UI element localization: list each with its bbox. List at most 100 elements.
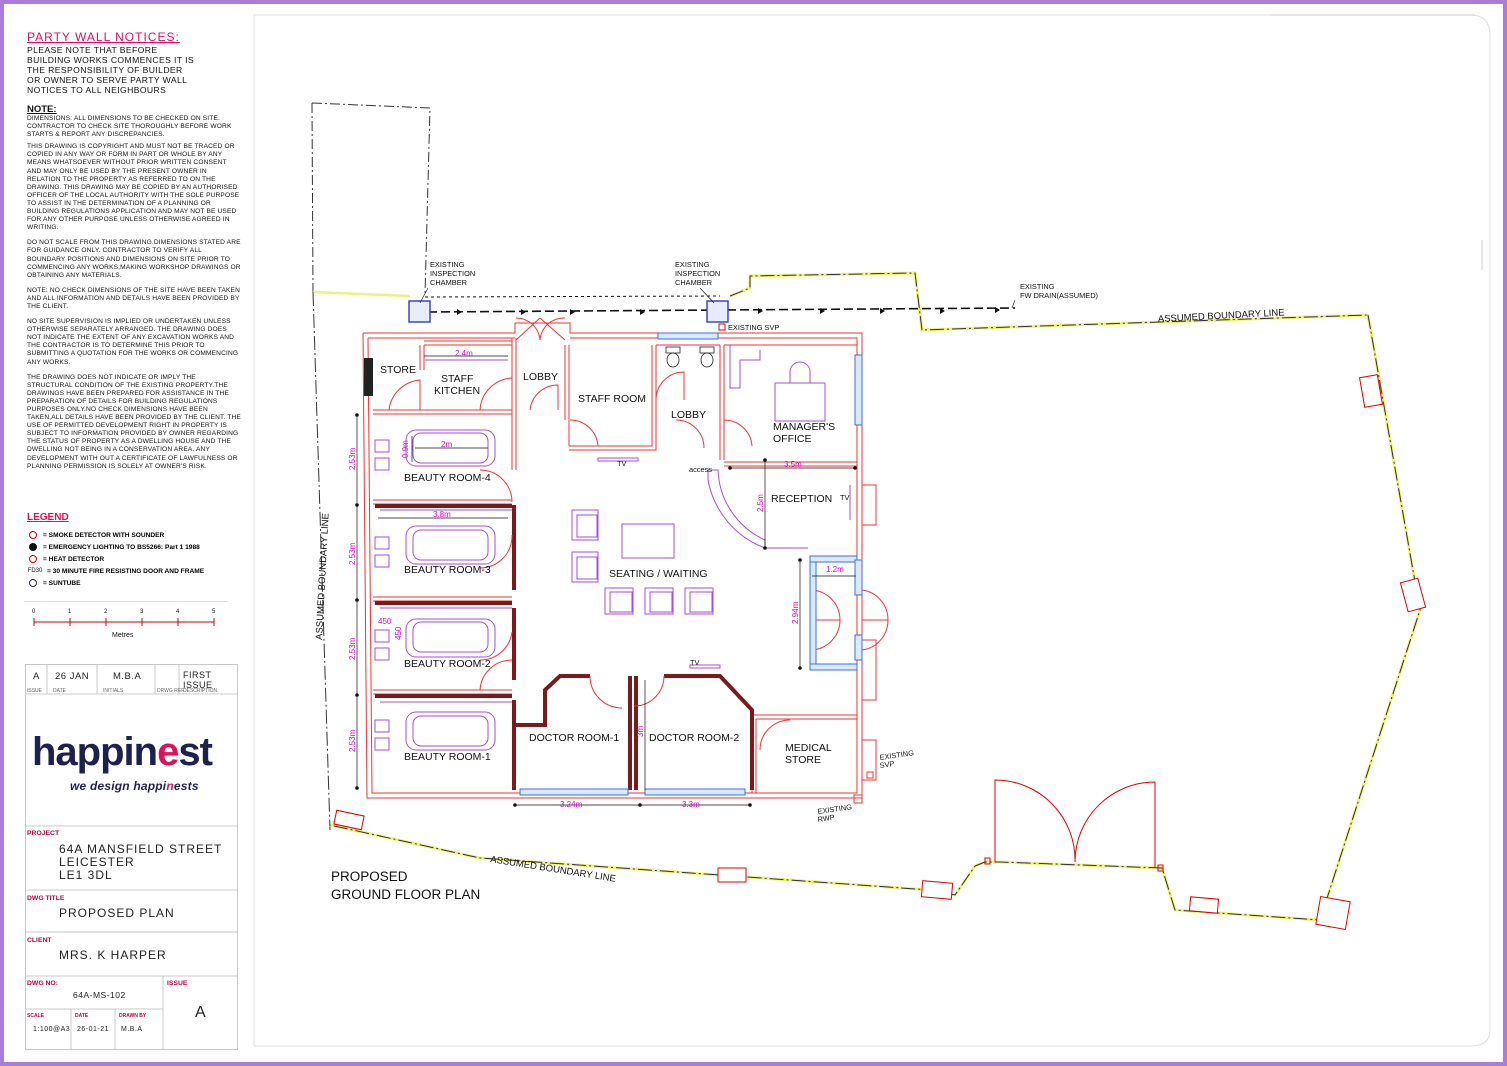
room-beauty-3: BEAUTY ROOM-3 [404,564,491,576]
smoke-detector-icon [27,530,39,540]
room-staff-room: STAFF ROOM [578,393,646,405]
note-paragraph: DIMENSIONS: ALL DIMENSIONS TO BE CHECKED… [27,115,232,139]
date-value: 26-01-21 [77,1026,110,1033]
dwg-title-label: DWG TITLE [27,895,65,902]
room-managers-office-line2: OFFICE [773,433,812,445]
room-staff-kitchen-line1: STAFF [441,373,473,385]
dim-3: 3m [636,726,645,737]
scale-tick-1: 1 [68,609,72,615]
dwg-no: 64A-MS-102 [73,990,126,1000]
title-block-grid [25,664,238,1050]
chamber-label-line1: EXISTING [675,260,710,269]
windows [519,332,863,796]
scale-value: 1:100@A3 [33,1026,71,1033]
client-label: CLIENT [27,937,52,944]
fixtures [374,345,851,751]
boundary-label-bottom: ASSUMED BOUNDARY LINE [490,854,617,885]
logo-tagline: we design happinests [70,779,199,793]
room-store: STORE [380,364,416,376]
chamber-label-line2: INSPECTION [430,269,475,278]
heat-detector-icon [27,554,39,564]
room-doctor-1: DOCTOR ROOM-1 [529,732,619,744]
suntube-icon [27,578,39,588]
dim-450-a: 450 [378,617,392,626]
revision-description: FIRST ISSUE [183,670,213,690]
revision-header-date: DATE [53,688,66,694]
scale-bar: 0 1 2 3 4 5 Metres [24,601,228,639]
chamber-label-line3: CHAMBER [675,278,712,287]
dim-2-53-b: 2.53m [348,542,357,565]
boundary-label-top: ASSUMED BOUNDARY LINE [1158,307,1285,325]
legend-item: = EMERGENCY LIGHTING TO BS5266: Part 1 1… [27,541,241,553]
room-reception: RECEPTION [771,493,832,505]
note-title: NOTE: [27,104,57,115]
revision-initials: M.B.A [113,671,142,682]
room-medical-store-line1: MEDICAL [785,742,832,754]
toilets [665,346,715,368]
tv-label: TV [690,658,700,667]
title-block: A 26 JAN M.B.A FIRST ISSUE ISSUE DATE IN… [25,664,238,1050]
issue-label: ISSUE [167,980,188,987]
party-wall-title: PARTY WALL NOTICES: [27,30,180,44]
chamber-label-line3: CHAMBER [430,278,467,287]
revision-issue: A [33,671,40,682]
room-seating-waiting: SEATING / WAITING [609,568,708,580]
wall-block [364,358,373,396]
dim-2: 2m [441,440,452,449]
project-line-1: 64A MANSFIELD STREET [59,842,223,856]
issue-value: A [195,1004,207,1021]
room-medical-store-line2: STORE [785,754,821,766]
room-doctor-2: DOCTOR ROOM-2 [649,732,739,744]
dim-3-8: 3.8m [433,510,451,519]
date-label: DATE [75,1013,89,1019]
scale-tick-0: 0 [32,609,36,615]
legend-title: LEGEND [27,512,69,523]
boundary-label-left: ASSUMED BOUNDARY LINE [314,513,332,640]
legend-item: = SMOKE DETECTOR WITH SOUNDER [27,529,241,541]
dim-2-94: 2.94m [791,601,800,624]
tv-label: TV [617,459,627,468]
party-wall-text: PLEASE NOTE THAT BEFORE BUILDING WORKS C… [27,45,195,95]
logo-word-accent: e [157,730,179,774]
plan-title-line2: GROUND FLOOR PLAN [331,887,480,902]
svp-label-line2: SVP [879,759,895,770]
room-beauty-4: BEAUTY ROOM-4 [404,472,491,484]
rwp-label-line2: RWP [817,813,835,824]
logo-tag-start: we design happi [70,779,167,793]
dim-3-3: 3.3m [682,800,700,809]
room-lobby-1: LOBBY [523,371,558,383]
svp-icon [718,323,726,331]
legend-item: = HEAT DETECTOR [27,553,241,565]
scale-tick-3: 3 [140,609,144,615]
drainage: EXISTING INSPECTION CHAMBER EXISTING INS… [408,260,1098,332]
legend-item: = SUNTUBE [27,577,241,589]
room-beauty-2: BEAUTY ROOM-2 [404,658,491,670]
project-line-3: LE1 3DL [59,868,113,882]
inspection-chamber-icon [706,300,729,323]
dim-1-2: 1.2m [826,565,844,574]
revision-header-initials: INITIALS [103,688,124,694]
revision-header-description: DESCRIPTION [183,688,218,694]
legend-label: = 30 MINUTE FIRE RESISTING DOOR AND FRAM… [47,567,205,575]
existing-svp-label: EXISTING SVP [728,323,779,332]
dwg-title: PROPOSED PLAN [59,906,175,920]
scale-tick-4: 4 [176,609,180,615]
legend-label: = SUNTUBE [43,579,81,587]
dim-450-b: 450 [394,626,403,640]
logo-word-end: st [178,730,213,774]
building-walls [362,322,877,804]
room-managers-office-line1: MANAGER'S [773,421,835,433]
room-beauty-1: BEAUTY ROOM-1 [404,751,491,763]
chamber-label-line1: EXISTING [430,260,465,269]
note-paragraph: THE DRAWING DOES NOT INDICATE OR IMPLY T… [27,373,241,470]
partitions [375,504,754,790]
notes-column: PARTY WALL NOTICES: PLEASE NOTE THAT BEF… [27,30,241,478]
revision-date: 26 JAN [55,671,90,682]
project-line-2: LEICESTER [59,855,135,869]
logo-word-start: happin [32,730,158,774]
legend-label: = HEAT DETECTOR [43,555,105,563]
dimension-ticks [355,413,857,807]
scale-tick-2: 2 [104,609,108,615]
inspection-chamber-icon [408,300,431,323]
